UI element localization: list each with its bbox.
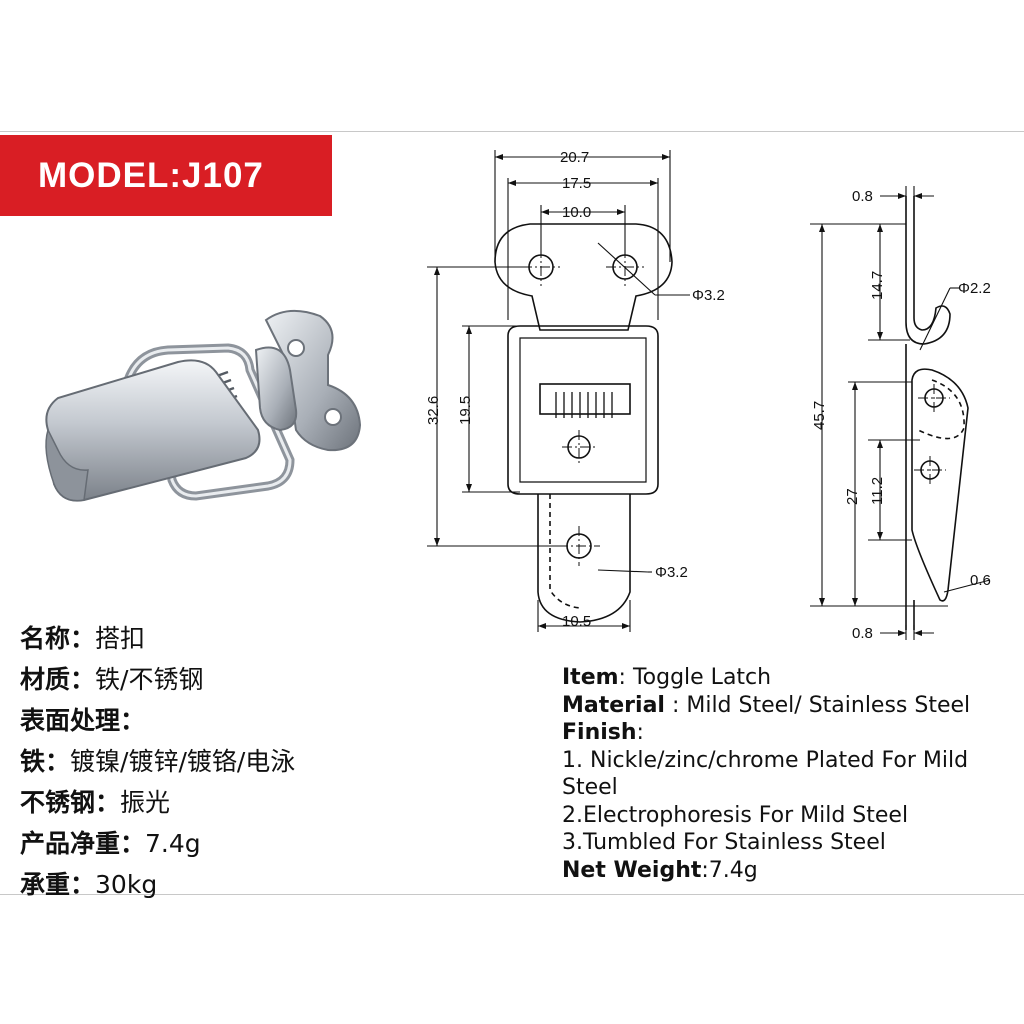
dim-front-width-bottom: 10.5: [562, 613, 591, 630]
en-material-row: Material : Mild Steel/ Stainless Steel: [562, 692, 971, 718]
dim-front-hole-dia-bottom: Φ3.2: [655, 564, 688, 581]
en-finish-line: 2.Electrophoresis For Mild Steel: [562, 802, 909, 828]
en-weight-row: Net Weight:7.4g: [562, 857, 758, 883]
dim-front-hole-dia-top: Φ3.2: [692, 287, 725, 304]
dim-side-hook-dia: Φ2.2: [958, 280, 991, 297]
en-finish-line: 3.Tumbled For Stainless Steel: [562, 830, 886, 855]
side-lever: [911, 368, 969, 602]
cn-specs: 名称：搭扣 材质：铁/不锈钢 表面处理： 铁：镀镍/镀锌/镀铬/电泳 不锈钢：振…: [20, 618, 520, 905]
dim-front-width-outer: 20.7: [560, 149, 589, 166]
front-body: [507, 325, 659, 495]
dim-front-height-body: 19.5: [457, 396, 474, 425]
model-label: MODEL:J107: [38, 156, 264, 195]
dim-side-hole-spacing: 11.2: [869, 477, 886, 505]
technical-drawing: 20.7 17.5 10.0 Φ3.2 Φ3.2 10.5 32.6 19.5: [425, 149, 991, 640]
en-finish-line: Steel: [562, 775, 618, 800]
front-tongue: [537, 494, 631, 623]
model-banner: MODEL:J107: [0, 135, 332, 216]
cn-spec-row: 不锈钢：振光: [20, 788, 171, 817]
dim-front-height-total: 32.6: [425, 396, 442, 425]
dim-side-total-height: 45.7: [811, 401, 828, 430]
cn-spec-row: 材质：铁/不锈钢: [20, 665, 204, 694]
cn-spec-row: 产品净重：7.4g: [20, 829, 201, 858]
cn-spec-row: 表面处理：: [20, 706, 146, 735]
en-finish-row: Finish:: [562, 720, 644, 745]
en-finish-line: 1. Nickle/zinc/chrome Plated For Mild: [562, 747, 969, 773]
dim-side-thickness-bottom: 0.8: [852, 625, 873, 640]
product-photo: [45, 309, 362, 502]
dim-side-hook-height: 14.7: [869, 271, 886, 300]
en-item-row: Item: Toggle Latch: [562, 665, 772, 690]
dim-front-width-mid: 17.5: [562, 175, 591, 192]
side-plate: [905, 196, 951, 345]
dim-side-thickness-top: 0.8: [852, 188, 873, 205]
front-top-plate: [494, 223, 673, 331]
cn-spec-row: 承重：30kg: [20, 870, 158, 899]
dim-side-lower-height: 27: [844, 488, 861, 505]
dim-side-thickness-lever: 0.6: [970, 572, 991, 589]
cn-spec-row: 铁：镀镍/镀锌/镀铬/电泳: [20, 747, 296, 776]
cn-spec-row: 名称：搭扣: [20, 624, 146, 653]
content-frame: [0, 131, 1024, 895]
en-specs: Item: Toggle Latch Material : Mild Steel…: [562, 664, 1022, 884]
dim-front-hole-spacing: 10.0: [562, 204, 591, 221]
